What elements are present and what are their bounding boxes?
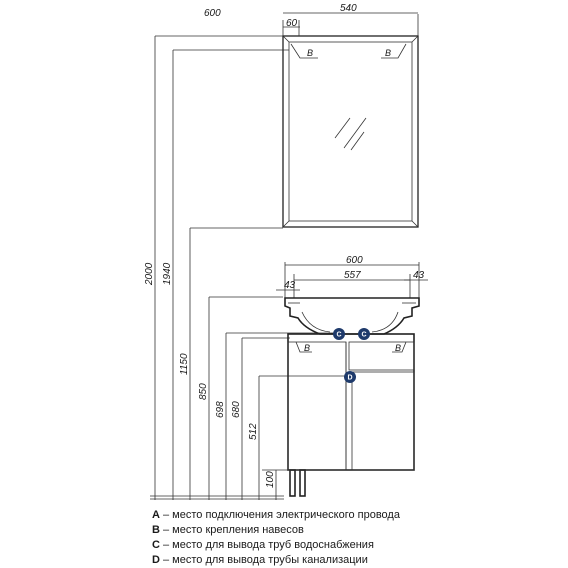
hanger-right xyxy=(381,43,407,59)
cabinet-door-left xyxy=(287,341,347,471)
dim-height-1150: 1150 xyxy=(179,353,190,375)
cabinet-leg-left xyxy=(289,469,296,497)
svg-text:C: C xyxy=(337,332,342,339)
cabinet-door-right xyxy=(351,371,415,471)
marker-b-cabinet-left: B xyxy=(304,343,310,353)
legend-item-c: C – место для вывода труб водоснабжения xyxy=(152,539,374,551)
svg-text:C: C xyxy=(362,332,367,339)
mirror-reflection xyxy=(334,117,351,139)
dim-height-2000: 2000 xyxy=(144,262,155,286)
dim-mirror-total: 600 xyxy=(204,8,221,19)
cabinet-leg-right xyxy=(299,469,306,497)
marker-b-cabinet-right: B xyxy=(395,343,401,353)
vanity-cabinet: B B xyxy=(287,333,415,497)
dim-basin-left-gap: 43 xyxy=(284,280,296,291)
hanger-left xyxy=(290,43,318,59)
mirror: B B xyxy=(282,35,419,228)
dim-height-1940: 1940 xyxy=(162,262,173,285)
dim-height-100: 100 xyxy=(265,471,276,488)
marker-d: D xyxy=(344,371,356,383)
marker-c-left: C xyxy=(333,328,345,340)
legend-item-d: D – место для вывода трубы канализации xyxy=(152,554,368,566)
cabinet-hanger-right xyxy=(392,341,407,353)
dim-cabinet-width: 600 xyxy=(346,255,363,266)
dim-height-850: 850 xyxy=(198,383,209,400)
dim-basin-width: 557 xyxy=(344,270,361,281)
height-dimensions: 2000 1940 1150 850 698 680 512 100 xyxy=(144,35,349,500)
marker-b-right: B xyxy=(385,48,391,58)
mirror-top-dimensions: 540 60 600 xyxy=(204,3,419,36)
dim-mirror-width: 540 xyxy=(340,3,357,14)
cabinet-top-dimensions: 600 557 43 43 xyxy=(276,255,428,298)
dim-basin-right-gap: 43 xyxy=(413,270,425,281)
washbasin xyxy=(284,297,420,335)
marker-b-left: B xyxy=(307,48,313,58)
dim-mirror-offset: 60 xyxy=(286,18,298,29)
cabinet-drawer xyxy=(348,341,415,371)
legend: A – место подключения электрического про… xyxy=(152,508,552,568)
legend-item-a: A – место подключения электрического про… xyxy=(152,509,400,521)
dim-height-680: 680 xyxy=(231,401,242,418)
cabinet-hanger-left xyxy=(295,341,312,353)
svg-text:D: D xyxy=(348,375,353,382)
legend-item-b: B – место крепления навесов xyxy=(152,524,304,536)
dim-height-512: 512 xyxy=(248,423,259,440)
marker-c-right: C xyxy=(358,328,370,340)
dim-height-698: 698 xyxy=(215,401,226,418)
